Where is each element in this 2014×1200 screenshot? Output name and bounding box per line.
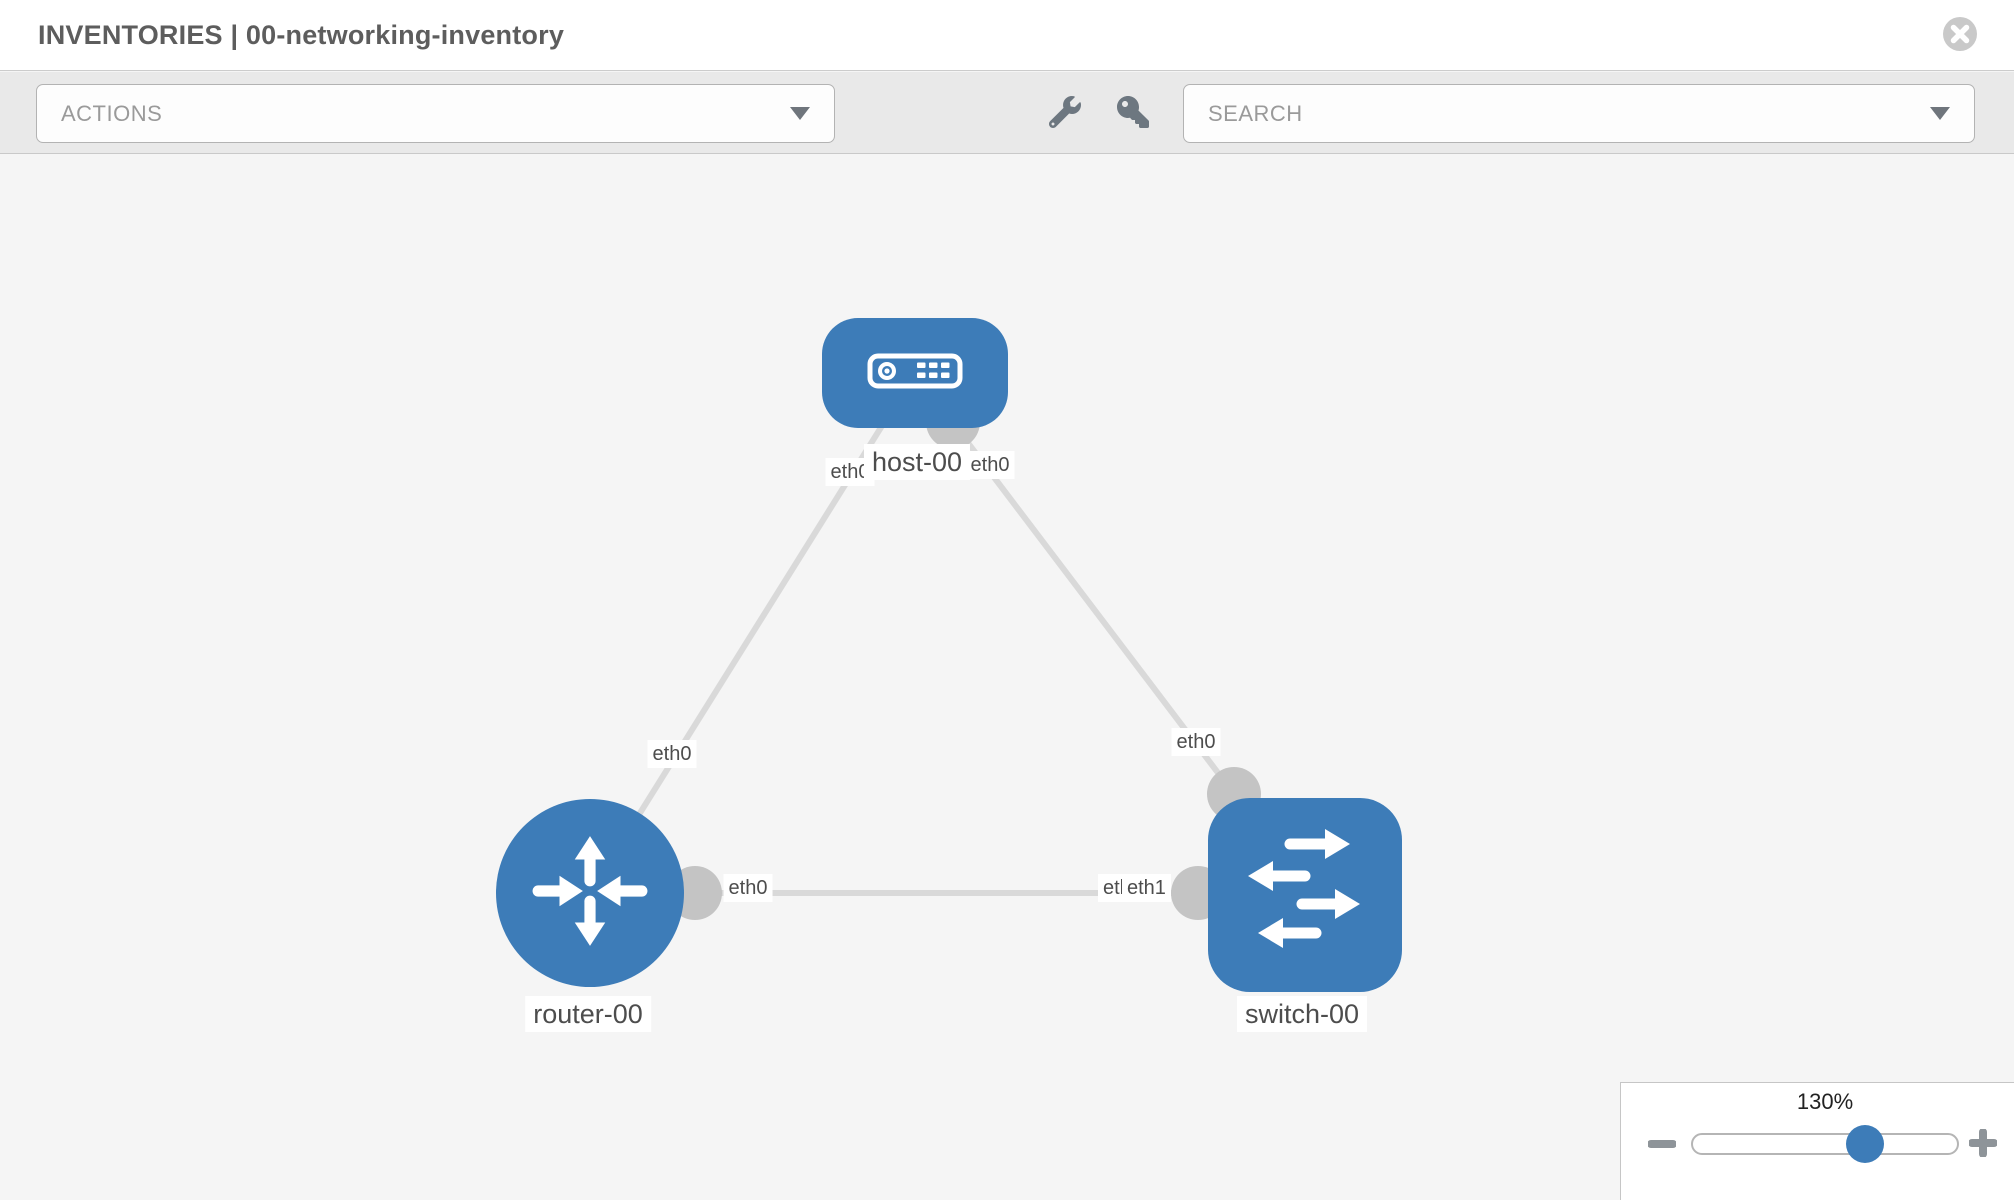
configure-button[interactable] bbox=[1048, 96, 1082, 130]
search-dropdown[interactable]: SEARCH bbox=[1183, 84, 1975, 143]
node-switch-00[interactable] bbox=[1208, 798, 1402, 992]
zoom-control-panel: 130% bbox=[1620, 1082, 2014, 1200]
node-label-host-00: host-00 bbox=[863, 444, 971, 480]
zoom-slider-track[interactable] bbox=[1691, 1133, 1959, 1155]
topology-canvas[interactable]: host-00 router-00 switch-00 eth0 eth0 et… bbox=[0, 155, 2014, 1200]
interface-label-router-eth0-top: eth0 bbox=[647, 740, 697, 768]
caret-down-icon bbox=[1930, 107, 1950, 120]
node-label-switch-00: switch-00 bbox=[1236, 996, 1368, 1032]
credentials-button[interactable] bbox=[1116, 96, 1150, 130]
actions-dropdown[interactable]: ACTIONS bbox=[36, 84, 835, 143]
caret-down-icon bbox=[790, 107, 810, 120]
page-title: INVENTORIES | 00-networking-inventory bbox=[38, 19, 565, 50]
host-icon bbox=[867, 353, 963, 394]
zoom-slider-thumb[interactable] bbox=[1846, 1125, 1884, 1163]
zoom-out-button[interactable] bbox=[1647, 1130, 1677, 1161]
close-icon bbox=[1942, 17, 1978, 55]
wrench-icon bbox=[1048, 96, 1081, 131]
zoom-in-button[interactable] bbox=[1968, 1128, 1998, 1160]
minus-icon bbox=[1647, 1140, 1677, 1161]
zoom-level-label: 130% bbox=[1796, 1089, 1854, 1114]
page-header: INVENTORIES | 00-networking-inventory bbox=[0, 0, 2014, 71]
close-button[interactable] bbox=[1942, 16, 1978, 52]
node-label-router-00: router-00 bbox=[525, 996, 651, 1032]
router-icon bbox=[529, 830, 651, 957]
node-router-00[interactable] bbox=[496, 799, 684, 987]
interface-label-host-eth0-right: eth0 bbox=[965, 451, 1015, 479]
plus-icon bbox=[1968, 1128, 1998, 1160]
interface-label-switch-eth1: eth1 bbox=[1122, 874, 1171, 902]
actions-dropdown-label: ACTIONS bbox=[61, 100, 163, 126]
key-icon bbox=[1117, 96, 1149, 131]
search-dropdown-label: SEARCH bbox=[1208, 100, 1303, 126]
switch-icon bbox=[1208, 796, 1402, 995]
interface-label-router-eth0-right: eth0 bbox=[723, 874, 773, 902]
topology-links-layer bbox=[587, 371, 1305, 920]
toolbar: ACTIONS SEARCH bbox=[0, 72, 2014, 154]
interface-label-switch-eth0-top: eth0 bbox=[1171, 728, 1221, 756]
node-host-00[interactable] bbox=[822, 318, 1008, 428]
